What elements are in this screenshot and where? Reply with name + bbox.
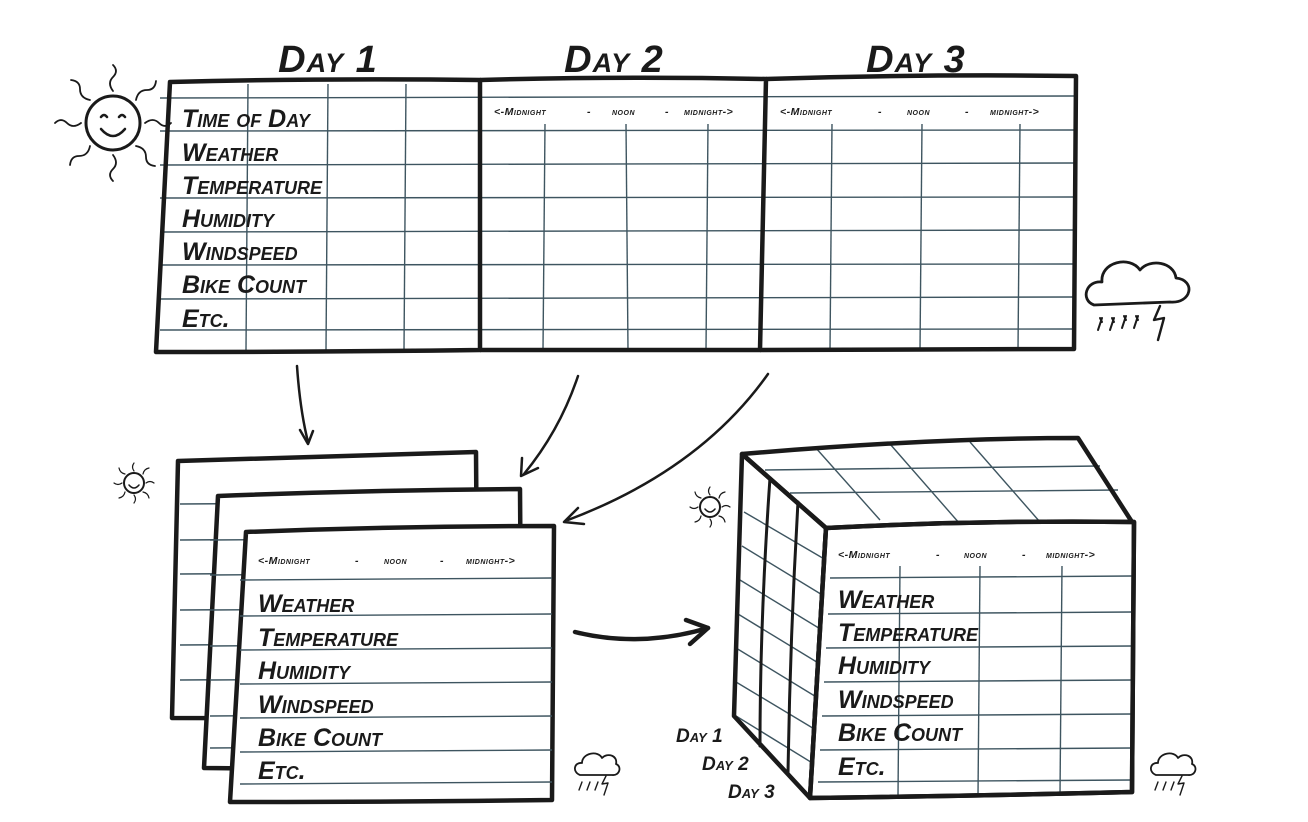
row-label-humidity: Humidity: [838, 652, 932, 680]
time-axis-end: midnight->: [684, 106, 733, 118]
cube-time-axis: <-Midnight - noon - midnight->: [838, 549, 1095, 561]
top-day-2-time-axis: <-Midnight - noon - midnight->: [494, 106, 733, 118]
time-axis-sep: -: [965, 106, 969, 118]
time-axis-sep: -: [1022, 549, 1026, 561]
cube-top-face: [739, 435, 1135, 531]
time-axis-end: midnight->: [466, 555, 515, 567]
time-axis-start: <-Midnight: [838, 549, 890, 561]
row-label-humidity: Humidity: [182, 205, 276, 233]
time-axis-start: <-Midnight: [258, 555, 310, 567]
time-axis-start: <-Midnight: [780, 106, 832, 118]
arrow-icon: [519, 374, 580, 478]
depth-label-day-3: Day 3: [728, 782, 775, 803]
cube-front-face: <-Midnight - noon - midnight-> Weather T…: [807, 519, 1137, 801]
arrow-icon: [562, 372, 770, 526]
data-cube: <-Midnight - noon - midnight-> Weather T…: [676, 435, 1137, 803]
time-axis-end: midnight->: [1046, 549, 1095, 561]
sheet-time-axis: <-Midnight - noon - midnight->: [258, 555, 515, 567]
front-sheet: <-Midnight - noon - midnight-> Weather T…: [227, 523, 557, 805]
row-label-temperature: Temperature: [838, 619, 979, 647]
row-label-humidity: Humidity: [258, 657, 352, 685]
row-label-etc: Etc.: [258, 757, 306, 785]
arrow-icon: [295, 364, 315, 446]
sheet-row-labels: Weather Temperature Humidity Windspeed B…: [258, 590, 399, 785]
top-day-3-time-axis: <-Midnight - noon - midnight->: [780, 106, 1039, 118]
time-axis-mid: noon: [384, 555, 407, 567]
time-axis-start: <-Midnight: [494, 106, 546, 118]
row-label-bike-count: Bike Count: [258, 724, 384, 752]
row-label-weather: Weather: [182, 139, 278, 167]
row-label-temperature: Temperature: [258, 624, 399, 652]
row-label-windspeed: Windspeed: [838, 686, 954, 714]
stacked-sheets: <-Midnight - noon - midnight-> Weather T…: [169, 449, 557, 805]
row-label-etc: Etc.: [182, 305, 230, 333]
arrow-icon: [572, 617, 711, 647]
time-axis-sep: -: [936, 549, 940, 561]
row-label-bike-count: Bike Count: [182, 271, 308, 299]
top-table-grid: [159, 83, 1075, 351]
time-axis-mid: noon: [907, 106, 930, 118]
row-label-weather: Weather: [258, 590, 354, 618]
time-axis-sep: -: [878, 106, 882, 118]
small-sun-icon: [689, 486, 731, 528]
time-axis-sep: -: [587, 106, 591, 118]
row-label-etc: Etc.: [838, 753, 886, 781]
small-storm-cloud-icon: [574, 752, 621, 796]
row-label-temperature: Temperature: [182, 172, 323, 200]
small-sun-icon: [113, 462, 155, 504]
depth-label-day-1: Day 1: [676, 726, 723, 747]
day-2-header: Day 2: [564, 39, 664, 81]
sun-icon: [54, 64, 172, 182]
top-row-labels: Time of Day Weather Temperature Humidity…: [182, 105, 323, 333]
row-label-windspeed: Windspeed: [258, 691, 374, 719]
time-axis-mid: noon: [612, 106, 635, 118]
time-axis-mid: noon: [964, 549, 987, 561]
time-axis-sep: -: [440, 555, 444, 567]
small-storm-cloud-icon: [1150, 752, 1197, 796]
depth-label-day-2: Day 2: [702, 754, 749, 775]
time-axis-sep: -: [665, 106, 669, 118]
time-axis-sep: -: [355, 555, 359, 567]
day-1-header: Day 1: [278, 39, 378, 81]
cube-row-labels: Weather Temperature Humidity Windspeed B…: [838, 586, 979, 781]
row-label-time-of-day: Time of Day: [182, 105, 312, 133]
row-label-windspeed: Windspeed: [182, 238, 298, 266]
time-axis-end: midnight->: [990, 106, 1039, 118]
cube-depth-labels: Day 1 Day 2 Day 3: [676, 726, 775, 803]
top-wide-table: Day 1 Day 2 Day 3: [153, 39, 1079, 355]
row-label-bike-count: Bike Count: [838, 719, 964, 747]
storm-cloud-icon: [1084, 260, 1191, 342]
row-label-weather: Weather: [838, 586, 934, 614]
